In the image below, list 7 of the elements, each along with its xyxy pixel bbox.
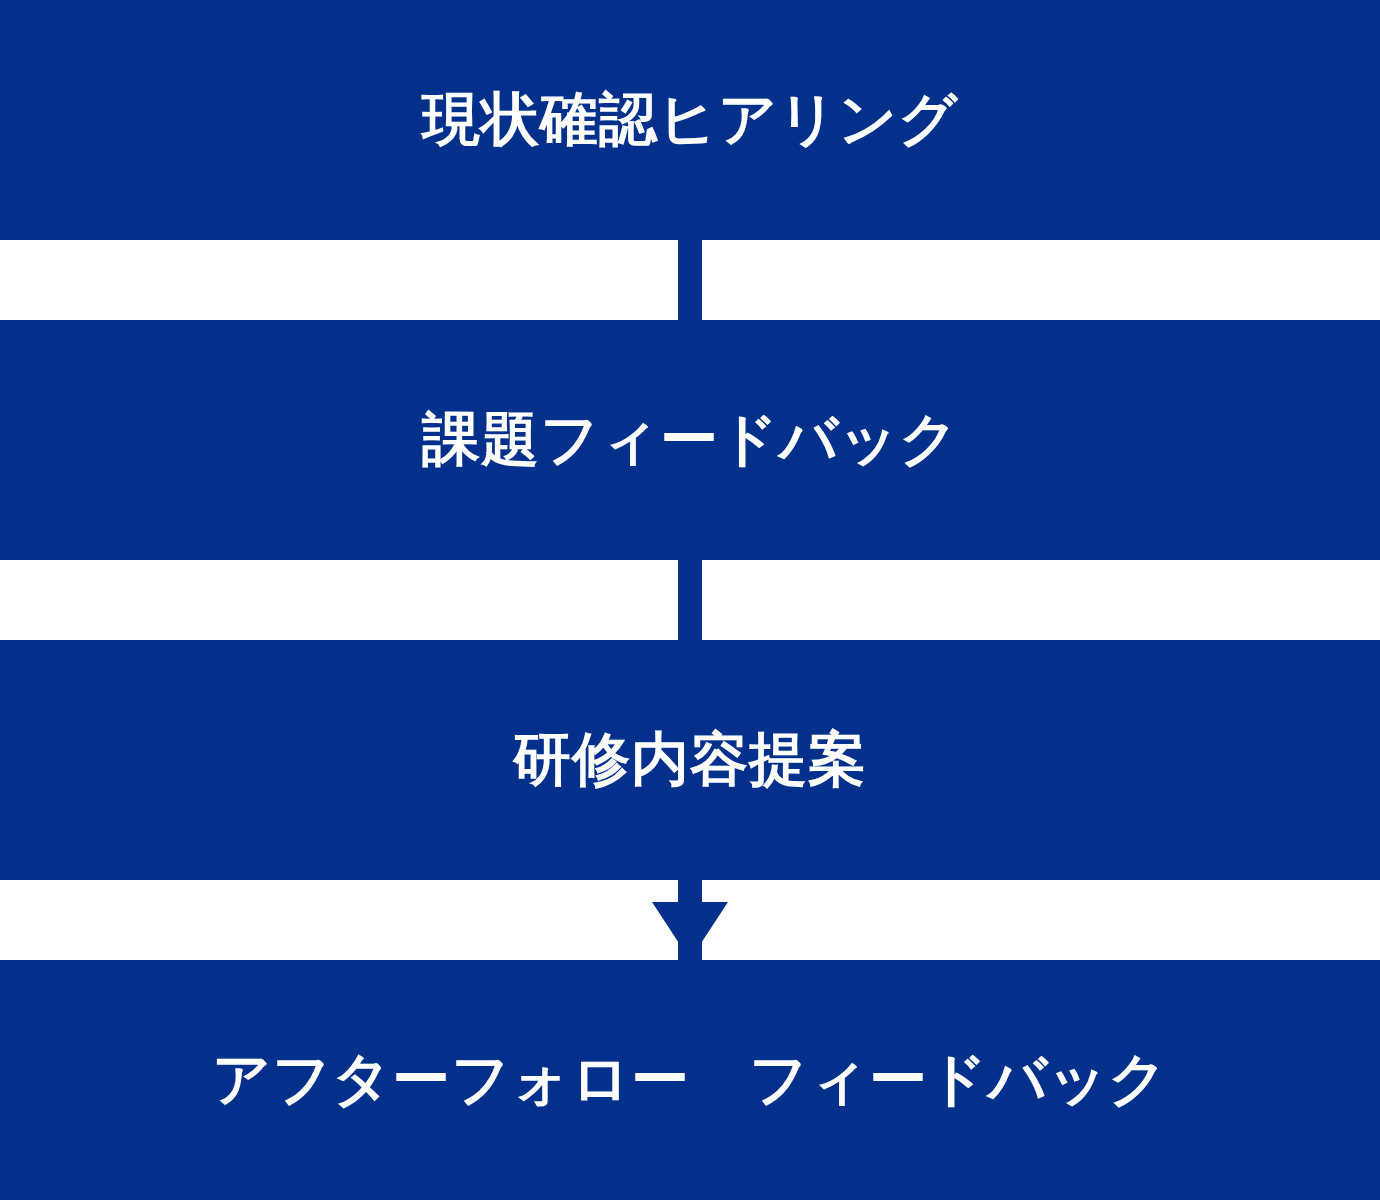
step-box: 研修内容提案 — [0, 640, 1380, 880]
arrow — [652, 880, 728, 960]
step-box: 課題フィードバック — [0, 320, 1380, 560]
step-box: 現状確認ヒアリング — [0, 0, 1380, 240]
step-box: アフターフォロー フィードバック — [0, 960, 1380, 1200]
connector-line — [678, 240, 702, 320]
connector-line — [678, 560, 702, 640]
